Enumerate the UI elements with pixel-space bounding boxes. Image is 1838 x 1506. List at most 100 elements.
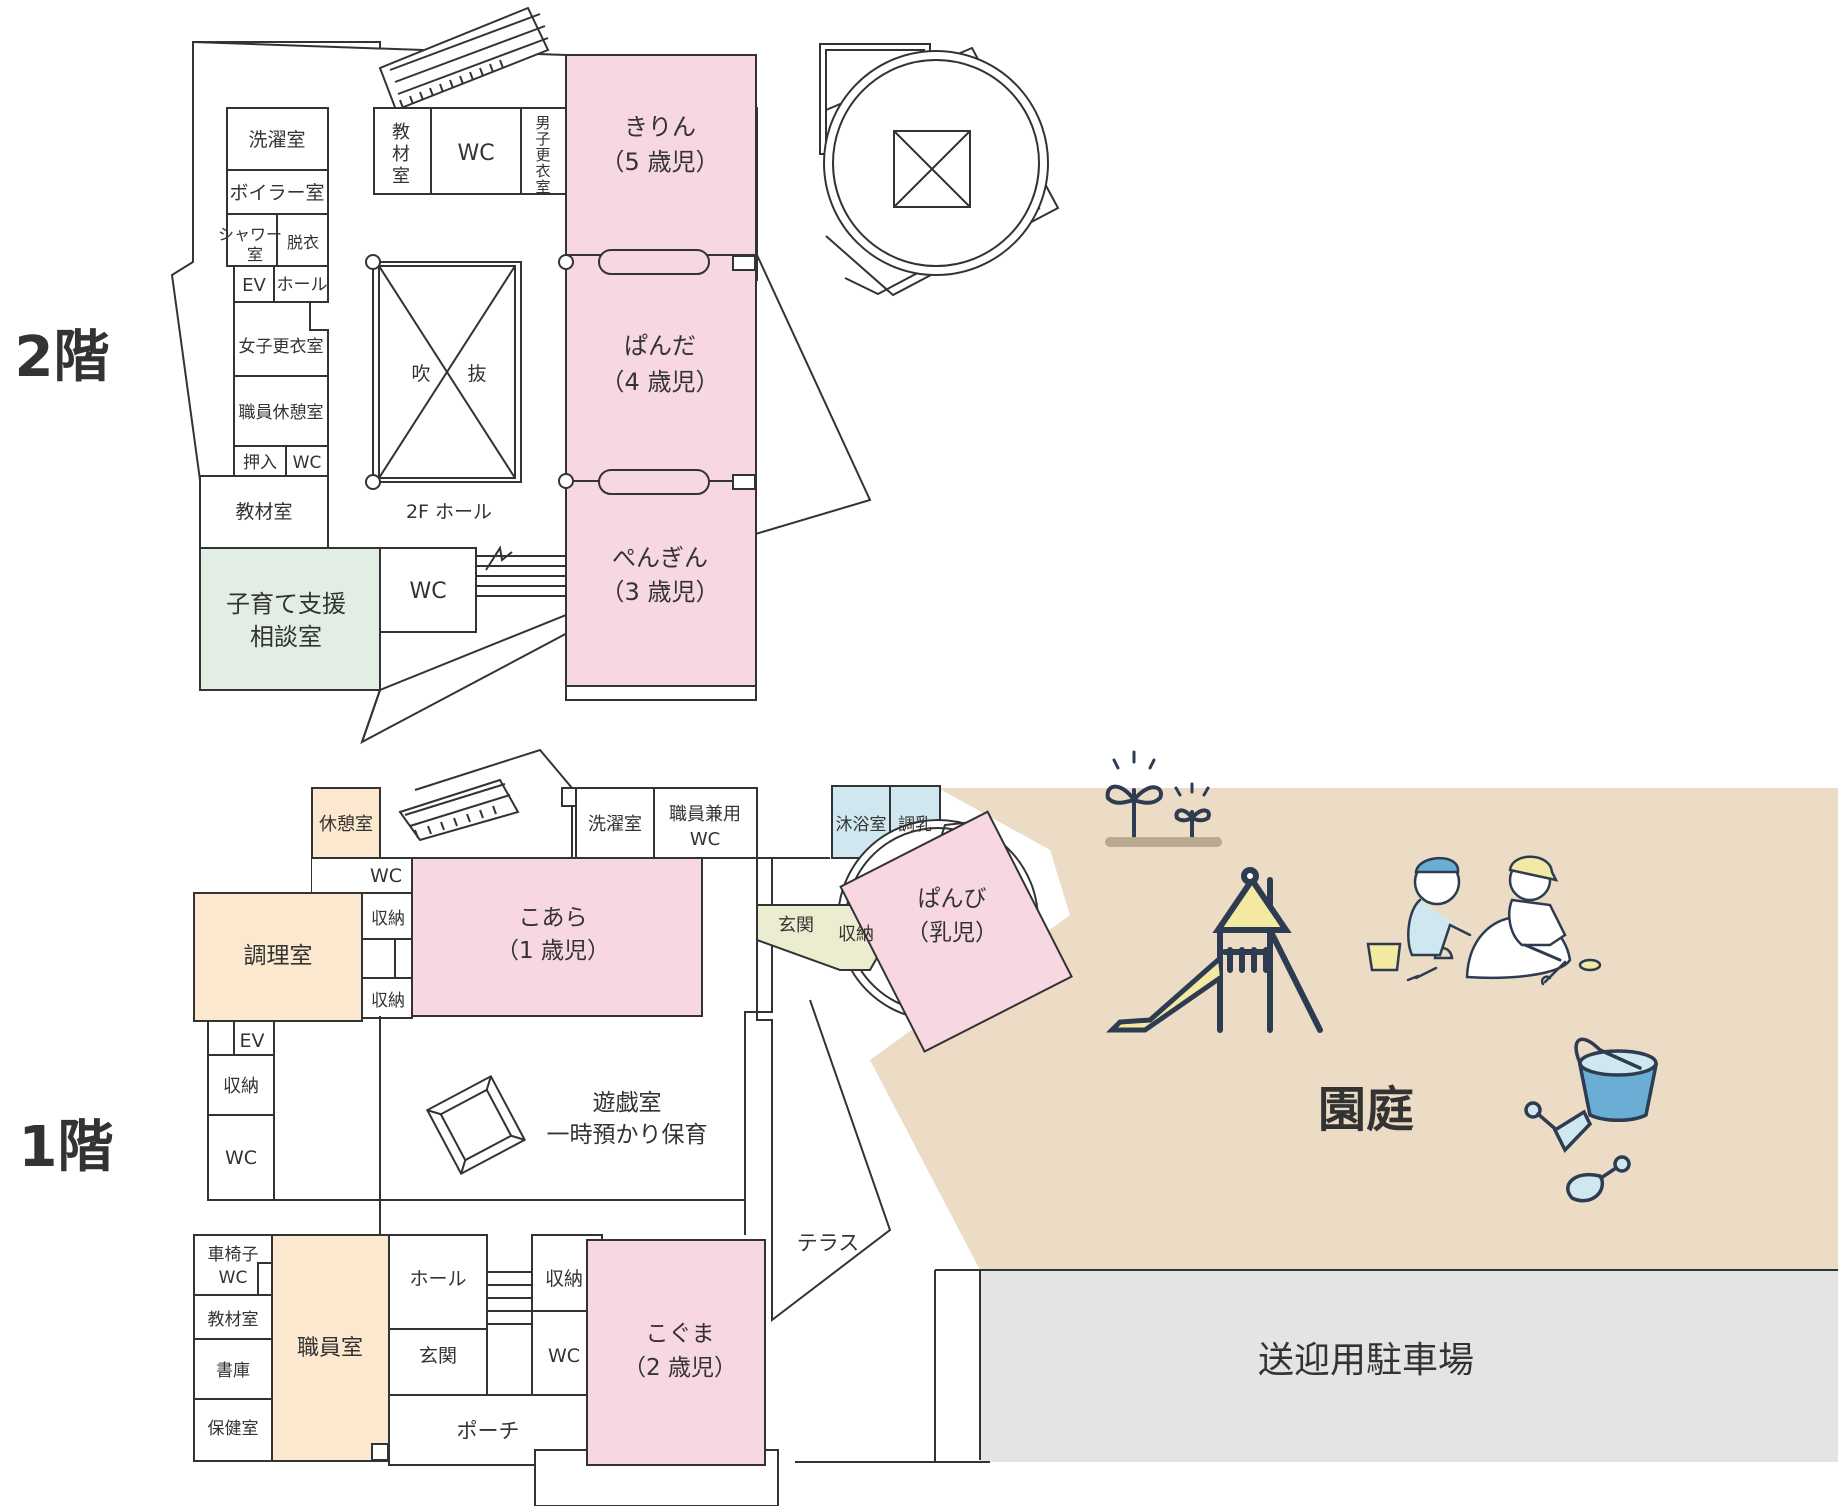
label-wc-mid-2f: WC: [409, 579, 446, 604]
room-support: [199, 547, 381, 691]
room-storage-3: [207, 1054, 275, 1116]
parking-label: 送迎用駐車場: [1258, 1340, 1474, 1381]
label-storage-3: 収納: [223, 1076, 259, 1097]
label-library: 書庫: [216, 1361, 250, 1381]
label-hall-small: ホール: [277, 275, 328, 295]
label-shower-2: 室: [247, 245, 263, 264]
label-wc-small: WC: [293, 453, 322, 473]
label-porch: ポーチ: [457, 1419, 520, 1443]
floor-2: [170, 6, 1060, 745]
label-terrace: テラス: [797, 1231, 860, 1255]
room-pambi: [839, 810, 1073, 1053]
label-materials-top-3: 室: [392, 166, 410, 187]
label-penguin-1: ぺんぎん: [612, 544, 708, 572]
label-atrium-left: 吹: [411, 363, 430, 385]
label-boys-4: 衣: [535, 162, 550, 180]
label-materials-2f: 教材室: [235, 501, 292, 523]
label-playroom-1: 遊戯室: [593, 1090, 662, 1116]
room-materials-1f: [193, 1294, 273, 1340]
label-storage-side: 収納: [838, 924, 874, 945]
playroom-box: [425, 1074, 527, 1176]
floor-1: [193, 748, 1838, 1506]
parking-area: [980, 1270, 1838, 1462]
label-support-2: 相談室: [250, 623, 322, 651]
label-materials-1f: 教材室: [208, 1310, 259, 1330]
label-pambi-2: （乳児）: [906, 920, 998, 946]
rake-icon: [1524, 1101, 1593, 1153]
label-ev-2f: EV: [242, 275, 266, 296]
garden-area: [870, 788, 1838, 1270]
label-storage-2: 収納: [371, 991, 405, 1011]
label-materials-top-2: 材: [392, 144, 410, 165]
floor-1-label: 1階: [19, 1115, 114, 1180]
atrium: [365, 254, 522, 490]
label-health: 保健室: [208, 1419, 259, 1439]
shovel-icon: [1566, 1155, 1631, 1203]
label-hall-2f: 2F ホール: [406, 501, 492, 523]
stair-2f-mid: [475, 545, 565, 632]
room-staff-wc: [653, 787, 758, 859]
label-wc-top-1f: WC: [370, 865, 402, 887]
label-closet: 押入: [243, 453, 277, 473]
label-milk: 調乳: [898, 815, 932, 835]
label-atrium-right: 抜: [467, 363, 486, 385]
stair-2f-top: [378, 6, 550, 112]
room-koguma: [586, 1239, 766, 1466]
label-pambi-1: ぱんび: [918, 886, 987, 912]
label-kitchen: 調理室: [244, 943, 313, 969]
label-koguma-2: （2 歳児）: [623, 1355, 737, 1381]
room-wc-small: [285, 445, 329, 477]
room-laundry-2f: [226, 107, 329, 171]
room-entrance: [388, 1328, 488, 1396]
label-entrance: 玄関: [419, 1345, 457, 1367]
room-health: [193, 1398, 273, 1462]
slide-icon: [1105, 867, 1323, 1033]
room-storage-2: [361, 977, 413, 1019]
label-koala-1: こあら: [519, 905, 588, 931]
label-storage-4: 収納: [545, 1268, 583, 1290]
label-kirin-2: （5 歳児）: [601, 148, 720, 176]
room-koala: [411, 857, 703, 1017]
label-staff-wc-2: WC: [690, 829, 720, 850]
label-koguma-1: こぐま: [646, 1321, 715, 1347]
label-boys-5: 室: [535, 178, 550, 196]
label-rest: 休憩室: [319, 814, 373, 835]
label-staff-rest: 職員休憩室: [239, 403, 324, 423]
label-panda-1: ぱんだ: [624, 332, 696, 360]
room-kirin: [565, 54, 757, 256]
label-panda-2: （4 歳児）: [601, 368, 720, 396]
floor-2-label: 2階: [15, 325, 110, 390]
label-support-1: 子育て支援: [226, 590, 346, 618]
label-wc-top-2f: WC: [457, 141, 494, 166]
label-ev-1f: EV: [239, 1030, 264, 1052]
label-materials-top-1: 教: [392, 122, 410, 143]
room-rest: [311, 787, 381, 859]
room-shower: [226, 213, 278, 267]
label-staff-wc-1: 職員兼用: [669, 804, 741, 825]
room-laundry-1f: [575, 787, 655, 859]
label-boys-2: 子: [535, 130, 550, 148]
label-girls-locker: 女子更衣室: [239, 337, 324, 357]
label-laundry-2f: 洗濯室: [248, 129, 305, 151]
label-koala-2: （1 歳児）: [496, 938, 610, 964]
room-hall-1f: [388, 1234, 488, 1330]
bucket-icon: [1574, 1037, 1659, 1122]
label-wheelchair-1: 車椅子: [208, 1245, 259, 1265]
label-playroom-2: 一時預かり保育: [547, 1122, 708, 1148]
room-kitchen: [193, 892, 363, 1022]
children-playing-icon: [1366, 855, 1602, 986]
label-wc-left: WC: [225, 1147, 257, 1169]
room-wc-left: [207, 1114, 275, 1201]
label-staff-room: 職員室: [297, 1336, 363, 1361]
label-undress: 脱衣: [287, 233, 319, 252]
label-boiler: ボイラー室: [229, 182, 324, 204]
room-penguin: [565, 480, 757, 687]
label-bath: 沐浴室: [836, 815, 887, 835]
label-shower-1: シャワー: [218, 225, 282, 244]
label-wc-bottom: WC: [548, 1345, 580, 1367]
sprout-icon: [1105, 750, 1225, 847]
label-boys-1: 男: [535, 114, 550, 132]
garden-label: 園庭: [1318, 1082, 1414, 1138]
label-boys-3: 更: [535, 146, 550, 164]
